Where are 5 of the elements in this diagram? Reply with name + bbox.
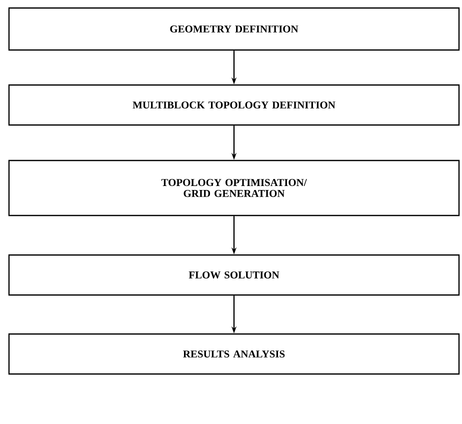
- process-box: RESULTS ANALYSIS: [8, 333, 460, 375]
- process-box: TOPOLOGY OPTIMISATION/ GRID GENERATION: [8, 160, 460, 216]
- process-box: FLOW SOLUTION: [8, 254, 460, 296]
- process-box: GEOMETRY DEFINITION: [8, 7, 460, 51]
- process-box: MULTIBLOCK TOPOLOGY DEFINITION: [8, 84, 460, 126]
